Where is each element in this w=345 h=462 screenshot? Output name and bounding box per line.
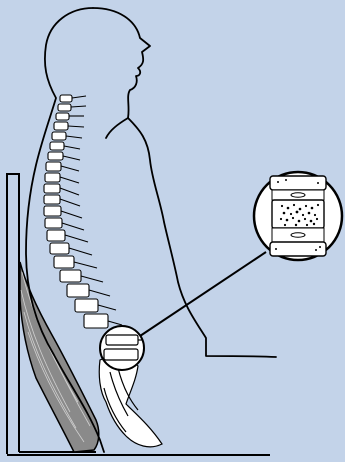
magnifier-circle-small xyxy=(100,326,144,370)
vertebra-magnifier-inset xyxy=(254,172,342,260)
